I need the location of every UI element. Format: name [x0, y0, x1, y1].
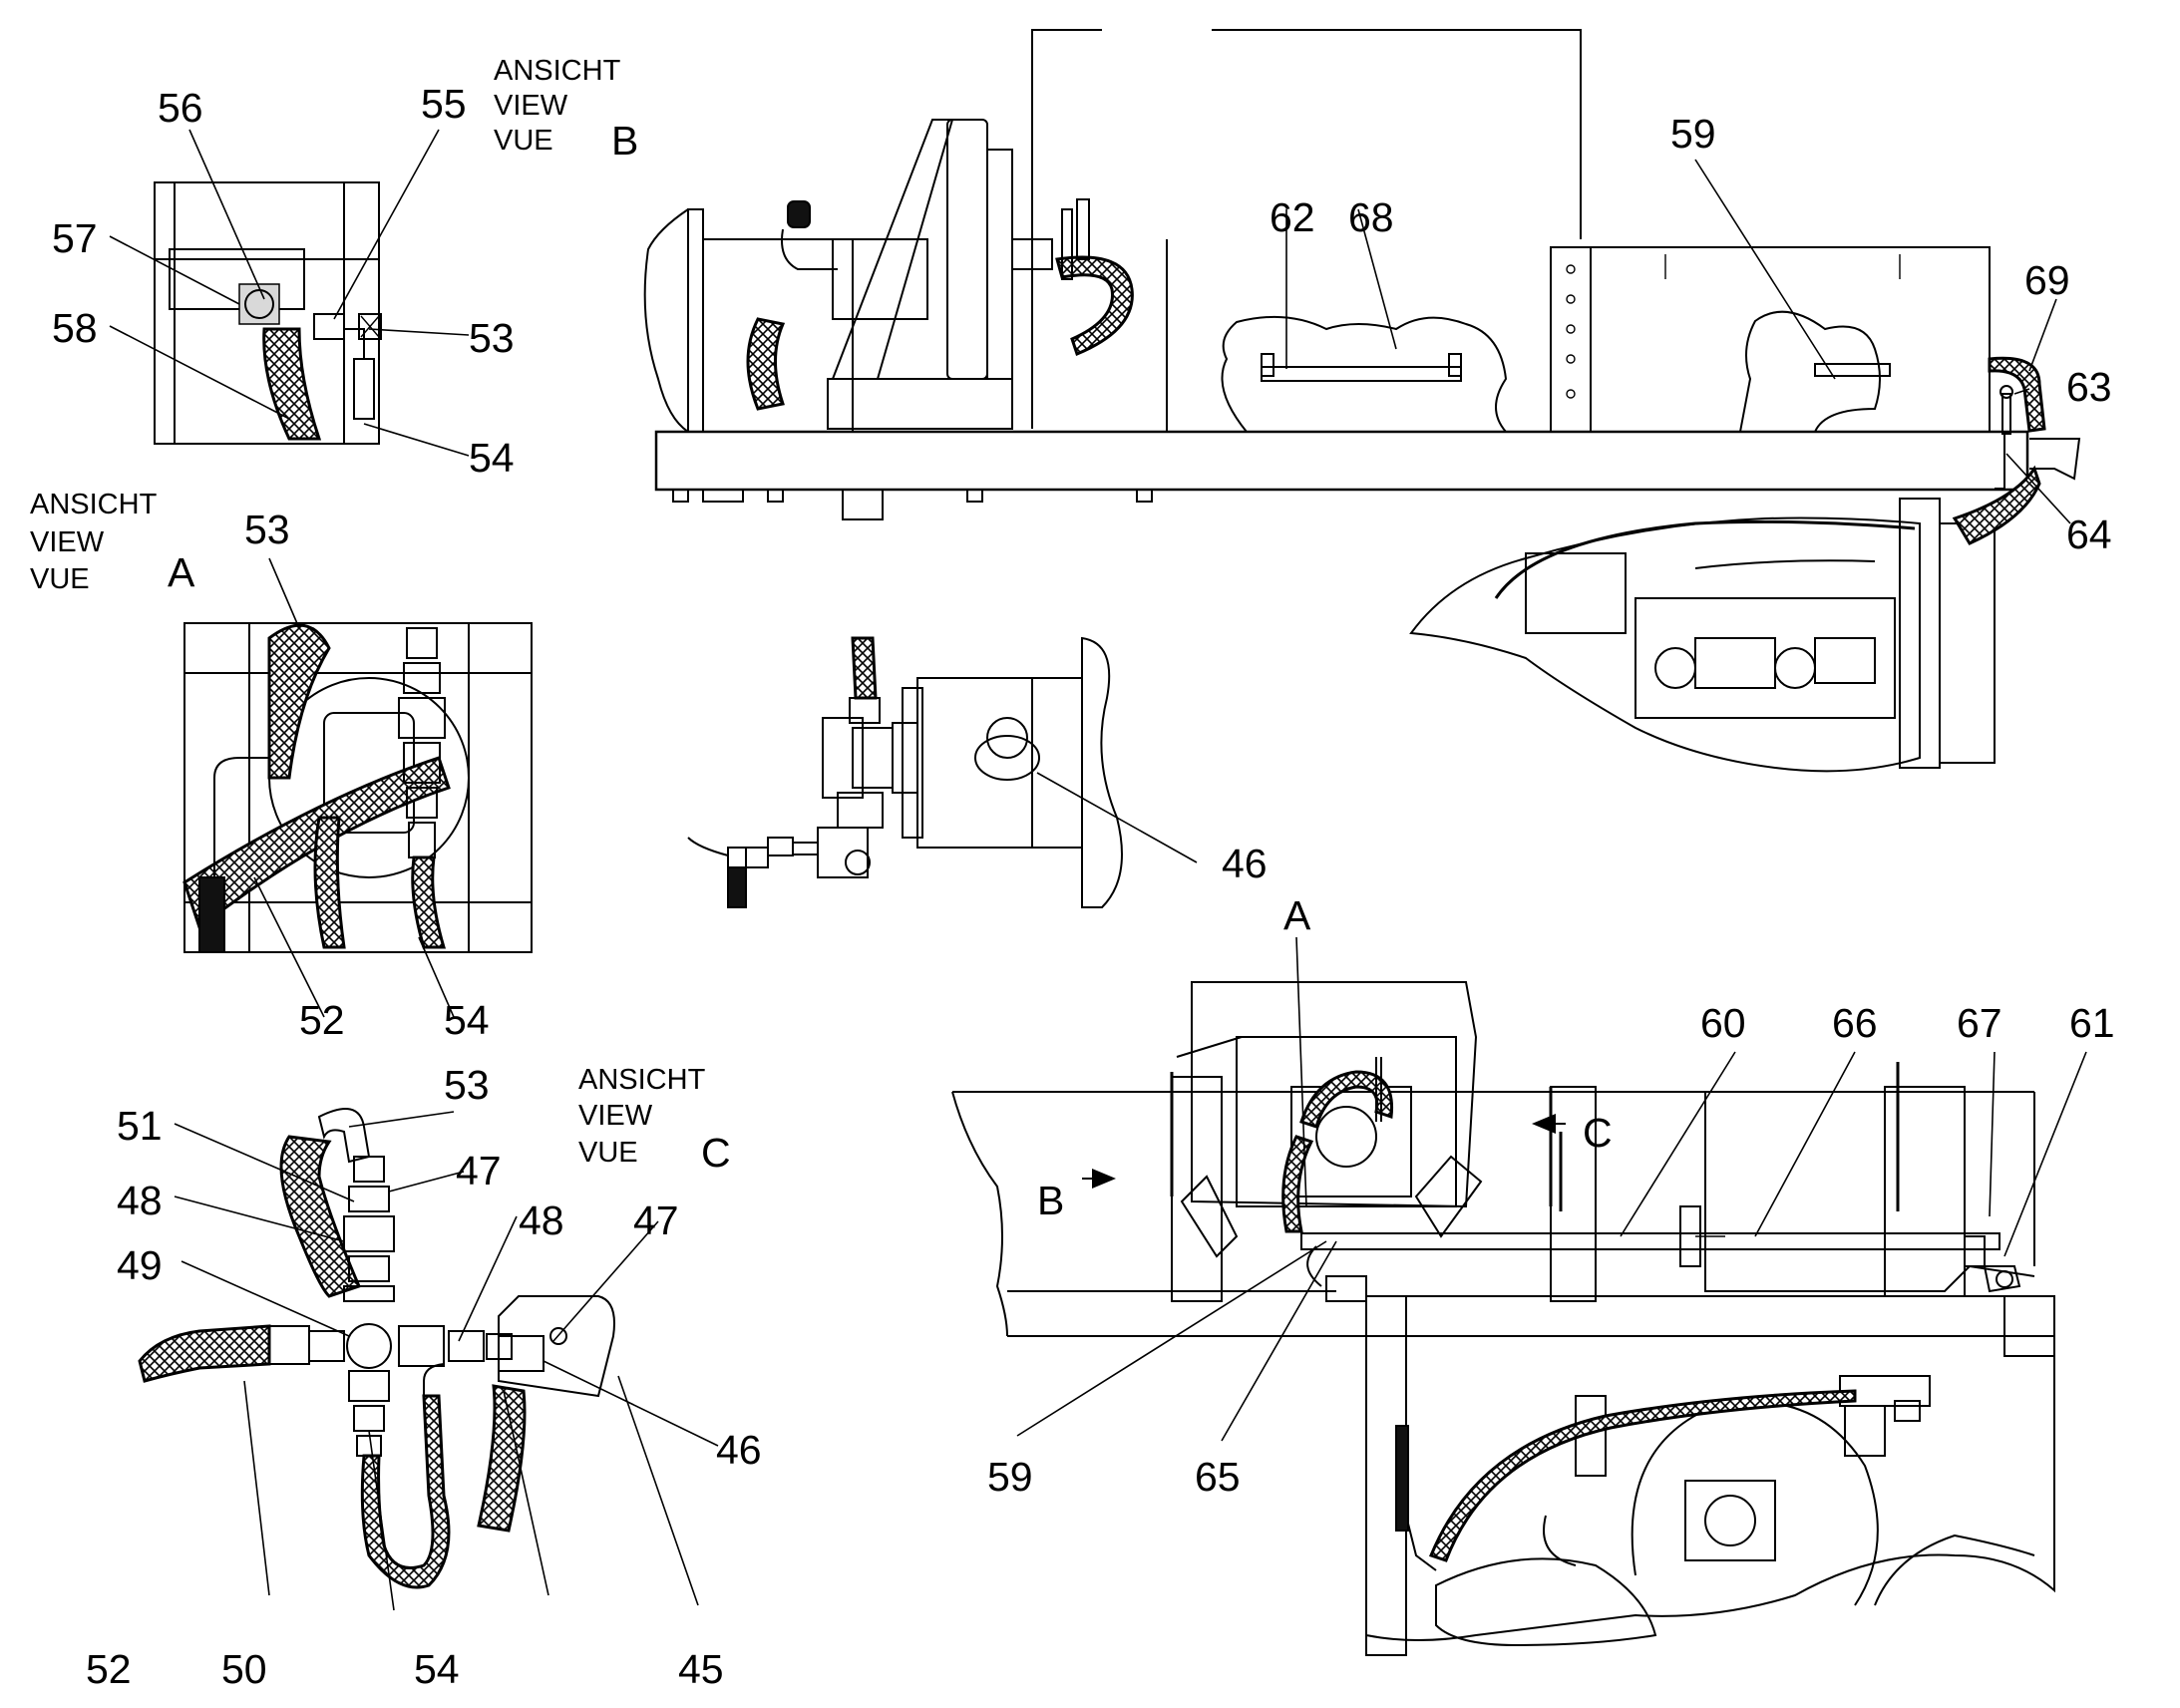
view-a-ansicht: ANSICHT [30, 489, 158, 520]
view-b-vue: VUE [494, 125, 553, 157]
view-a-view: VIEW [30, 526, 105, 558]
callout-47-right: 47 [633, 1197, 679, 1243]
callout-66: 66 [1832, 1000, 1878, 1046]
callout-59-view-b: 59 [1670, 111, 1716, 157]
callout-59-view-a: 59 [987, 1454, 1033, 1500]
callout-numbers: 56 55 57 58 53 54 53 52 54 53 51 47 48 4… [52, 81, 2115, 1692]
view-c-ansicht: ANSICHT [578, 1064, 706, 1096]
pump-stub [477, 1295, 615, 1533]
leader-lines [109, 129, 2087, 1611]
detail-view-b-small [154, 181, 382, 445]
callout-55: 55 [421, 81, 467, 127]
view-label-a: ANSICHT VIEW VUE A [30, 489, 195, 595]
view-a-vue: VUE [30, 563, 90, 595]
callout-49: 49 [117, 1242, 163, 1288]
view-b-ansicht: ANSICHT [494, 55, 621, 87]
callout-51: 51 [117, 1103, 163, 1149]
callout-53-view-c: 53 [444, 1062, 490, 1108]
callout-52-view-a: 52 [299, 997, 345, 1043]
callout-46-center: 46 [1222, 841, 1268, 886]
view-direction-arrows [1082, 1114, 1566, 1189]
callout-47-upper: 47 [456, 1148, 502, 1194]
lower-pump-section [1365, 1295, 2055, 1656]
marker-c: C [1583, 1110, 1613, 1156]
callout-45: 45 [678, 1646, 724, 1692]
callout-53-view-a: 53 [244, 507, 290, 552]
callout-54-view-c: 54 [414, 1646, 460, 1692]
main-view-b [643, 29, 2081, 773]
callout-53-view-b: 53 [469, 315, 515, 361]
callout-50: 50 [221, 1646, 267, 1692]
callout-48-left: 48 [117, 1178, 163, 1223]
frame-lugs [672, 489, 1153, 520]
callout-62: 62 [1270, 194, 1315, 240]
callout-48-right: 48 [519, 1197, 564, 1243]
callout-57: 57 [52, 215, 98, 261]
callout-46-view-c: 46 [716, 1427, 762, 1473]
view-c-view: VIEW [578, 1100, 653, 1132]
callout-52-view-c: 52 [86, 1646, 132, 1692]
tee-fitting [308, 1156, 513, 1457]
callout-68: 68 [1348, 194, 1394, 240]
marker-b: B [1037, 1178, 1064, 1223]
callout-60: 60 [1700, 1000, 1746, 1046]
view-b-letter: B [611, 118, 638, 164]
callout-63: 63 [2066, 364, 2112, 410]
view-b-view: VIEW [494, 90, 568, 122]
view-label-c: ANSICHT VIEW VUE C [578, 1064, 731, 1176]
callout-61: 61 [2069, 1000, 2115, 1046]
callout-69: 69 [2024, 257, 2070, 303]
detail-view-a [182, 622, 533, 953]
marker-a: A [1283, 892, 1311, 938]
view-a-letter: A [168, 549, 195, 595]
vertical-fitting-stack [398, 627, 446, 858]
callout-58: 58 [52, 305, 98, 351]
view-c-letter: C [701, 1130, 731, 1176]
callout-56: 56 [158, 85, 203, 131]
callout-54-view-a: 54 [444, 997, 490, 1043]
callout-54-view-b: 54 [469, 435, 515, 481]
callout-65: 65 [1195, 1454, 1241, 1500]
valve-detail [687, 636, 1123, 908]
bolt-holes [1566, 264, 1576, 399]
detail-view-c [138, 1108, 615, 1589]
callout-67: 67 [1957, 1000, 2002, 1046]
main-view-a [951, 981, 2055, 1656]
view-c-vue: VUE [578, 1137, 638, 1169]
callout-64: 64 [2066, 512, 2112, 557]
view-label-b: ANSICHT VIEW VUE B [494, 55, 638, 164]
